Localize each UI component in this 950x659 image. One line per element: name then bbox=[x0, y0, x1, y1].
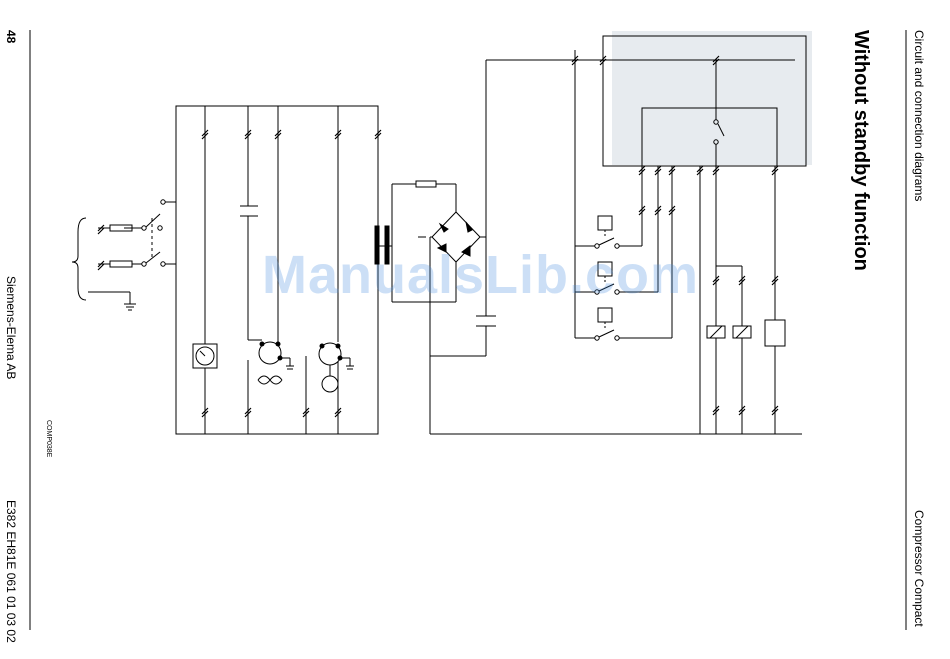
relay-coil-icon bbox=[595, 308, 619, 340]
fuse-icon bbox=[110, 261, 132, 267]
switch-icon bbox=[146, 214, 160, 227]
switch-icon bbox=[146, 252, 160, 263]
capacitor-icon bbox=[476, 316, 496, 326]
relay-coil-icon bbox=[765, 320, 785, 346]
fuse-icon bbox=[416, 181, 436, 187]
mains-brace bbox=[72, 218, 86, 300]
capacitor-icon bbox=[240, 206, 258, 216]
mains-line-2 bbox=[98, 252, 176, 267]
watermark: ManualsLib.com bbox=[262, 244, 699, 306]
clock-icon bbox=[193, 344, 217, 368]
ground-icon bbox=[88, 292, 136, 310]
lamp-icon bbox=[319, 343, 354, 392]
mains-line-1 bbox=[98, 200, 176, 231]
fan-icon bbox=[258, 342, 294, 384]
